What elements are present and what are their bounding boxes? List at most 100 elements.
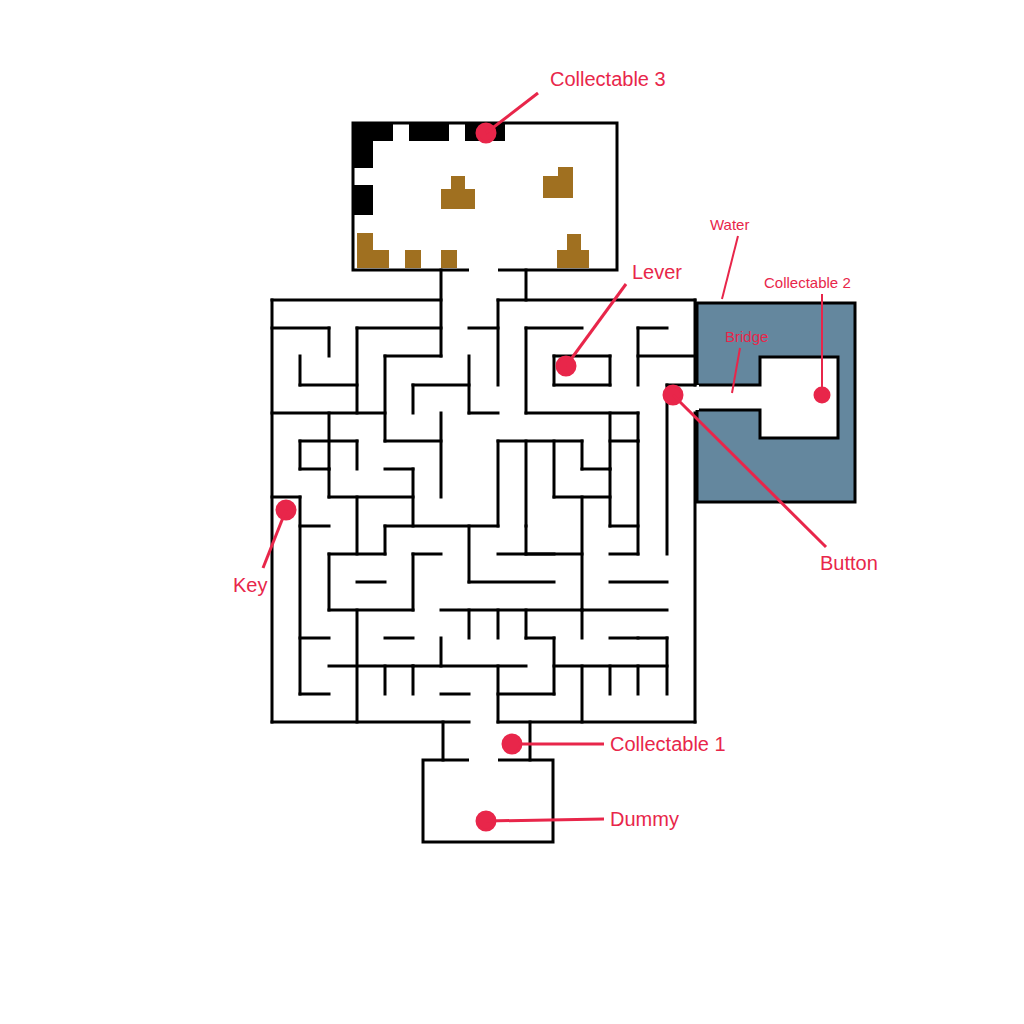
maze-wall [582, 468, 610, 471]
maze-wall [525, 270, 528, 300]
maze-wall [581, 666, 584, 722]
island [697, 357, 838, 438]
maze-wall [356, 328, 359, 413]
maze-wall [412, 469, 415, 526]
maze-wall [300, 637, 329, 640]
maze-wall [582, 609, 667, 612]
maze-wall [357, 581, 385, 584]
maze-wall [272, 721, 469, 724]
callout-label: Collectable 1 [610, 734, 726, 754]
maze-wall [637, 413, 640, 441]
maze-wall [442, 722, 445, 760]
maze-wall [610, 637, 638, 640]
maze-walls [272, 270, 695, 760]
maze-wall [356, 497, 359, 554]
maze-wall [525, 328, 528, 413]
maze-wall [299, 497, 302, 694]
maze-wall [525, 526, 528, 554]
maze-wall [412, 385, 415, 413]
maze-wall [609, 469, 612, 526]
maze-wall [328, 413, 331, 469]
maze-wall [666, 385, 669, 554]
maze-wall [328, 469, 331, 497]
island-outline [697, 357, 838, 438]
maze-wall [497, 441, 500, 526]
maze-wall [666, 638, 669, 694]
water-area [697, 303, 855, 502]
maze-wall [610, 525, 638, 528]
maze-wall [468, 356, 471, 413]
maze-wall [497, 300, 500, 385]
maze-wall [385, 468, 413, 471]
maze-wall [638, 637, 667, 640]
maze-wall [497, 610, 500, 638]
maze-wall [272, 327, 329, 330]
maze-wall [498, 440, 582, 443]
maze-wall [469, 581, 554, 584]
maze-wall [525, 610, 528, 638]
maze-wall [526, 637, 554, 640]
callout-label: Collectable 3 [550, 69, 666, 89]
maze-wall [468, 610, 471, 638]
callout-label: Bridge [725, 329, 768, 344]
maze-wall [413, 665, 526, 668]
maze-wall [581, 441, 584, 469]
maze-wall [529, 722, 532, 760]
maze-wall [440, 638, 443, 666]
maze-wall [300, 384, 357, 387]
callout-label: Lever [632, 262, 682, 282]
maze-wall [385, 355, 441, 358]
crates [357, 167, 589, 268]
maze-wall [385, 637, 413, 640]
maze-wall [498, 299, 695, 302]
maze-wall [328, 554, 331, 610]
top-room [353, 123, 617, 270]
maze-wall [610, 553, 638, 556]
maze-wall [385, 525, 498, 528]
callout-label: Button [820, 553, 878, 573]
maze-wall [638, 327, 667, 330]
room-door [469, 268, 498, 273]
maze-wall [300, 525, 329, 528]
maze-wall [272, 496, 300, 499]
maze-wall [469, 327, 498, 330]
callout-label: Water [710, 217, 749, 232]
maze-wall [413, 384, 469, 387]
maze-wall [498, 693, 554, 696]
maze-wall [329, 665, 413, 668]
maze-wall [609, 666, 612, 694]
maze-wall [610, 581, 667, 584]
maze-wall [638, 355, 695, 358]
maze-wall [468, 526, 471, 582]
maze-wall [328, 328, 331, 356]
maze-wall [300, 468, 329, 471]
maze-wall [526, 327, 582, 330]
maze-wall [299, 441, 302, 469]
maze-wall [637, 441, 640, 554]
maze-wall [694, 413, 697, 722]
maze-wall [637, 666, 640, 694]
markers [263, 93, 829, 830]
maze-wall [609, 356, 612, 385]
maze-wall [694, 300, 697, 385]
maze-wall [440, 413, 443, 497]
bridge-opening [695, 385, 699, 410]
maze-wall [553, 441, 556, 497]
dark-blocks [353, 123, 505, 215]
maze-wall [384, 666, 387, 694]
maze-wall [412, 554, 415, 610]
maze-wall [526, 412, 638, 415]
maze-wall [356, 441, 359, 469]
maze-wall [357, 327, 441, 330]
maze-wall [384, 356, 387, 441]
maze-wall [329, 553, 385, 556]
maze-wall [581, 610, 584, 638]
maze-wall [609, 413, 612, 469]
maze-wall [498, 721, 695, 724]
maze-wall [329, 496, 413, 499]
maze-wall [441, 609, 582, 612]
callout-label: Key [233, 575, 267, 595]
maze-wall [300, 693, 329, 696]
